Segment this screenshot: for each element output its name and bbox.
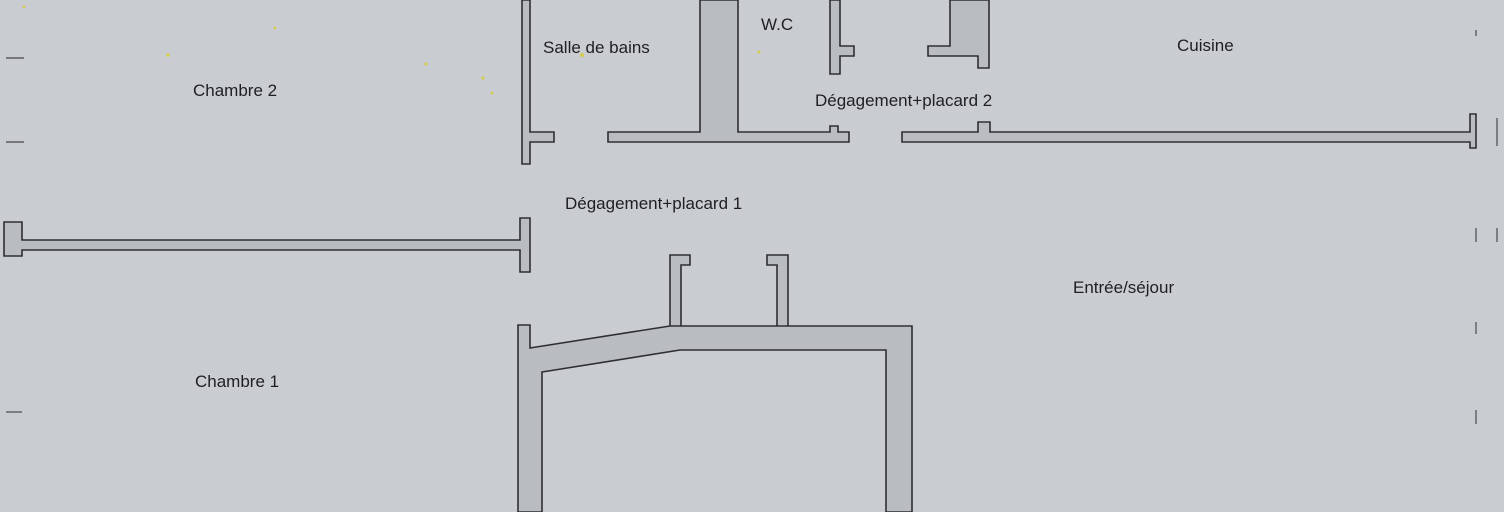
edge-ticks <box>6 30 1498 424</box>
label-degagement-1: Dégagement+placard 1 <box>565 194 742 213</box>
label-wc: W.C <box>761 15 793 34</box>
wall-bedroom-separator <box>3 217 531 273</box>
label-chambre-1: Chambre 1 <box>195 372 279 391</box>
wall-bathroom-wc <box>607 0 850 143</box>
wall-bathroom-left <box>521 0 555 165</box>
label-cuisine: Cuisine <box>1177 36 1234 55</box>
wall-kitchen-bottom <box>901 113 1477 149</box>
walls <box>3 0 1477 512</box>
label-salle-de-bains: Salle de bains <box>543 38 650 57</box>
label-chambre-2: Chambre 2 <box>193 81 277 100</box>
label-degagement-2: Dégagement+placard 2 <box>815 91 992 110</box>
label-entree-sejour: Entrée/séjour <box>1073 278 1174 297</box>
wall-kitchen-left <box>927 0 990 69</box>
room-labels: Chambre 2 Salle de bains W.C Cuisine Dég… <box>193 15 1234 391</box>
wall-wc-right <box>829 0 855 75</box>
wall-bottom-structure <box>517 324 913 512</box>
